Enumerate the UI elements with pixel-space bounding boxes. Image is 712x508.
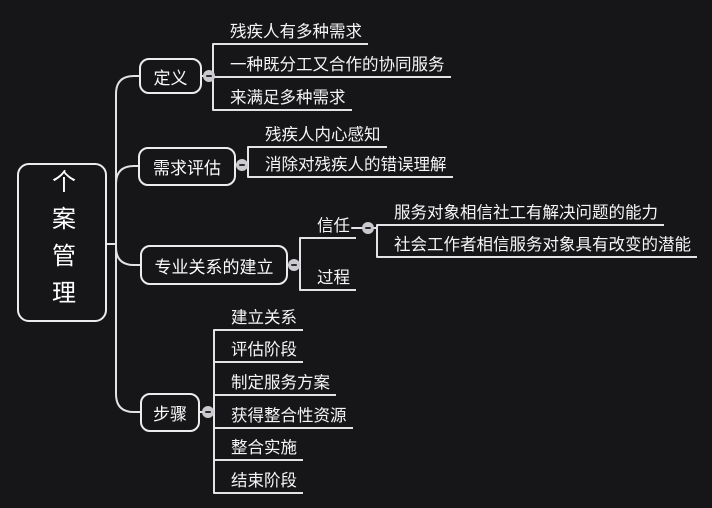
- collapse-button[interactable]: [202, 406, 214, 418]
- minus-icon: [291, 264, 297, 266]
- leaf-node[interactable]: 整合实施: [214, 436, 303, 461]
- branch-label: 步骤: [153, 405, 187, 425]
- leaf-node[interactable]: 制定服务方案: [214, 371, 336, 396]
- leaf-node[interactable]: 来满足多种需求: [213, 86, 352, 111]
- subnode-trust[interactable]: 信任: [300, 214, 356, 239]
- leaf-node[interactable]: 一种既分工又合作的协同服务: [213, 53, 451, 78]
- branch-needs-assessment[interactable]: 需求评估: [138, 147, 236, 186]
- minus-icon: [239, 164, 245, 166]
- branch-professional-relationship[interactable]: 专业关系的建立: [140, 245, 288, 285]
- subnode-process[interactable]: 过程: [300, 266, 356, 291]
- branch-label: 需求评估: [153, 159, 221, 179]
- minus-icon: [206, 75, 212, 77]
- minus-icon: [205, 411, 211, 413]
- branch-label: 定义: [153, 68, 188, 89]
- leaf-node[interactable]: 残疾人有多种需求: [213, 20, 368, 45]
- leaf-node[interactable]: 服务对象相信社工有解决问题的能力: [377, 201, 664, 226]
- leaf-node[interactable]: 获得整合性资源: [214, 404, 353, 429]
- leaf-node[interactable]: 结束阶段: [214, 469, 303, 494]
- leaf-node[interactable]: 社会工作者相信服务对象具有改变的潜能: [377, 233, 697, 258]
- leaf-node[interactable]: 评估阶段: [214, 338, 303, 363]
- branch-definition[interactable]: 定义: [139, 58, 202, 94]
- root-label: 个案管理: [47, 168, 76, 317]
- collapse-button[interactable]: [362, 222, 374, 234]
- leaf-node[interactable]: 残疾人内心感知: [248, 123, 387, 148]
- root-node[interactable]: 个案管理: [17, 163, 107, 322]
- minus-icon: [365, 227, 371, 229]
- collapse-button[interactable]: [236, 159, 248, 171]
- branch-steps[interactable]: 步骤: [140, 393, 200, 432]
- leaf-node[interactable]: 建立关系: [214, 306, 303, 331]
- collapse-button[interactable]: [203, 70, 215, 82]
- leaf-node[interactable]: 消除对残疾人的错误理解: [248, 153, 453, 178]
- collapse-button[interactable]: [288, 259, 300, 271]
- branch-label: 专业关系的建立: [154, 257, 274, 278]
